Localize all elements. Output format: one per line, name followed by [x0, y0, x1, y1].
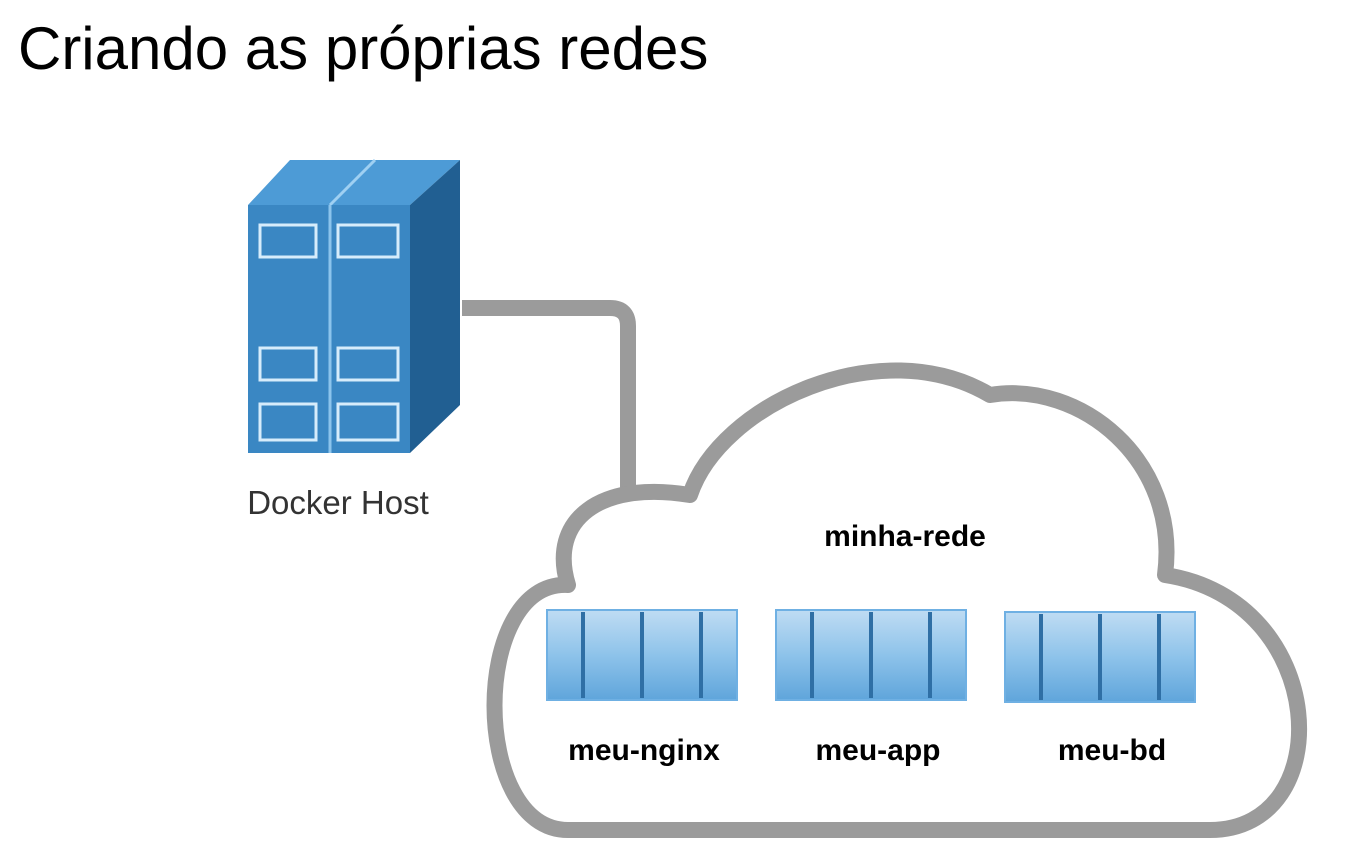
container-label-meu-bd: meu-bd — [1058, 734, 1166, 767]
cloud-icon — [486, 362, 1307, 838]
container-label-meu-app: meu-app — [815, 734, 940, 767]
page-title: Criando as próprias redes — [18, 15, 709, 82]
docker-host-label: Docker Host — [247, 484, 429, 521]
host-network-link — [462, 300, 636, 500]
container-icon-meu-nginx — [546, 609, 738, 701]
network-label: minha-rede — [824, 520, 986, 553]
container-icon-meu-bd — [1004, 611, 1196, 703]
container-icon-meu-app — [775, 609, 967, 701]
server-rack-icon — [248, 158, 460, 453]
container-label-meu-nginx: meu-nginx — [568, 734, 720, 767]
